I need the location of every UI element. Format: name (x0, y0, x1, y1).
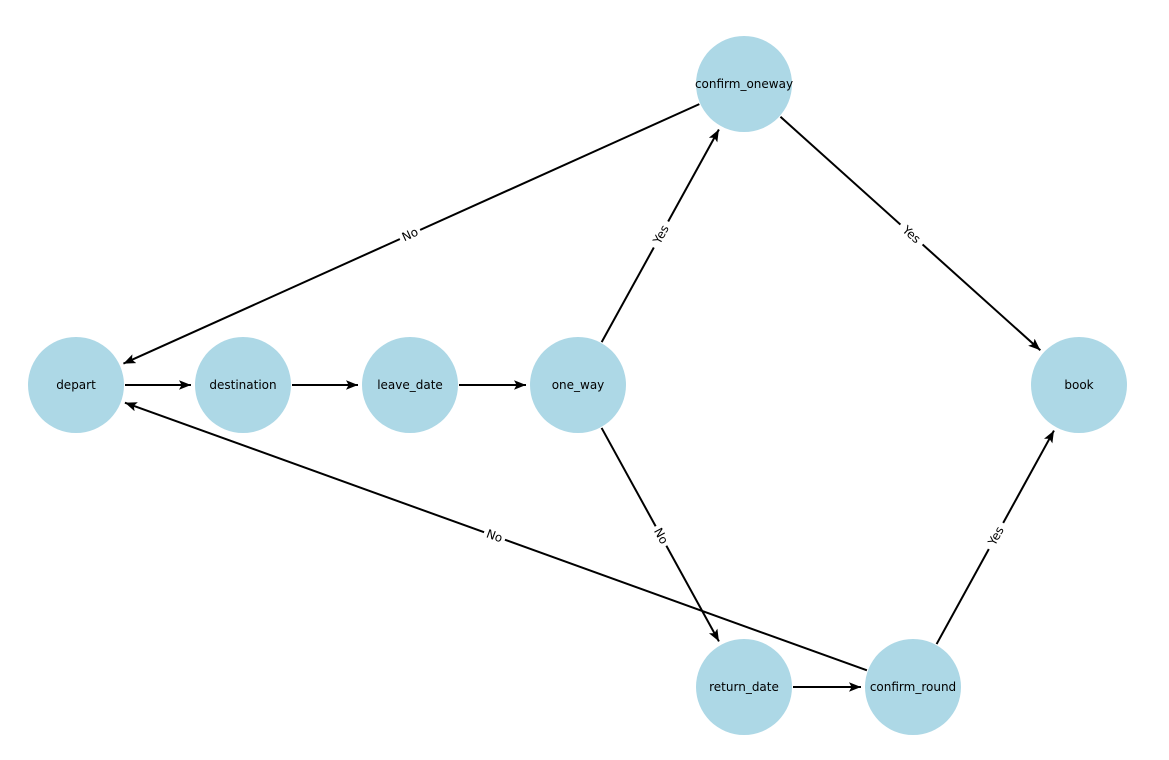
node-return_date: return_date (696, 639, 792, 735)
node-confirm_oneway: confirm_oneway (695, 36, 793, 132)
node-circle (696, 36, 792, 132)
node-label: depart (56, 378, 96, 392)
node-circle (195, 337, 291, 433)
node-label: book (1064, 378, 1093, 392)
node-circle (530, 337, 626, 433)
node-label: return_date (709, 680, 779, 694)
edge-label-bg (895, 218, 928, 251)
node-leave_date: leave_date (362, 337, 458, 433)
node-circle (865, 639, 961, 735)
edge-label-bg (648, 522, 674, 550)
node-circle (1031, 337, 1127, 433)
edge-label-bg (646, 217, 676, 252)
node-label: destination (209, 378, 276, 392)
edge-label-text: No (484, 527, 504, 546)
node-circle (696, 639, 792, 735)
node-one_way: one_way (530, 337, 626, 433)
node-destination: destination (195, 337, 291, 433)
node-depart: depart (28, 337, 124, 433)
node-book: book (1031, 337, 1127, 433)
node-label: one_way (552, 378, 605, 392)
node-confirm_round: confirm_round (865, 639, 961, 735)
edge-label-confirm_round-to-book: Yes (981, 519, 1011, 553)
edge-label-bg (481, 524, 508, 548)
edge-label-confirm_oneway-to-depart: No (396, 222, 424, 247)
edge-label-one_way-to-return_date: No (648, 522, 674, 550)
node-label: leave_date (377, 378, 443, 392)
node-circle (362, 337, 458, 433)
node-circle (28, 337, 124, 433)
edge-label-text: No (400, 225, 421, 244)
node-label: confirm_round (870, 680, 956, 694)
edge-label-confirm_round-to-depart: No (481, 524, 508, 548)
edge-label-confirm_oneway-to-book: Yes (895, 218, 928, 251)
edge-label-bg (396, 222, 424, 247)
node-label: confirm_oneway (695, 77, 793, 91)
edge-label-bg (981, 519, 1011, 553)
edge-label-one_way-to-confirm_oneway: Yes (646, 217, 676, 252)
edge-label-text: No (651, 525, 671, 546)
